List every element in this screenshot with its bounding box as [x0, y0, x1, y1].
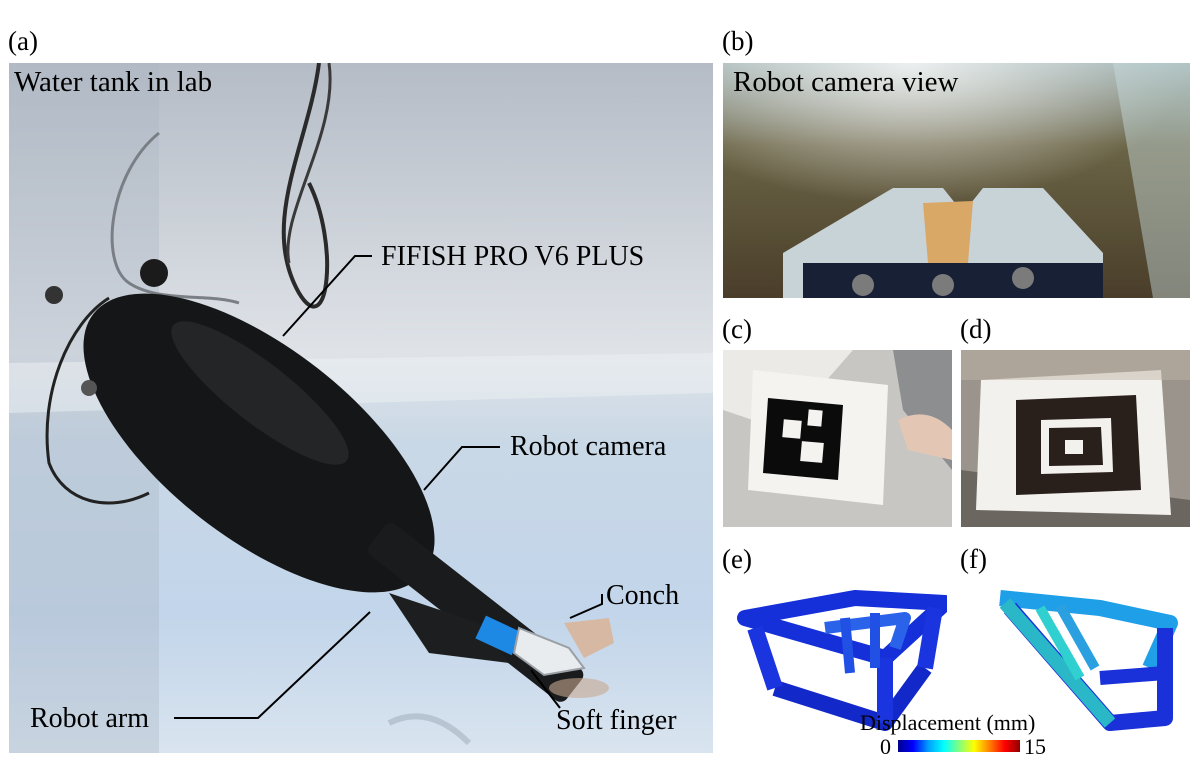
colorbar-gradient	[898, 740, 1020, 752]
colorbar-min: 0	[880, 734, 891, 759]
photo-marker-d	[961, 350, 1190, 527]
caption-robot-camera-view: Robot camera view	[733, 66, 959, 98]
render-displacement-f	[990, 578, 1185, 740]
panel-label-f: (f)	[960, 544, 987, 574]
label-conch: Conch	[606, 580, 680, 611]
label-robot-arm: Robot arm	[30, 703, 149, 734]
render-displacement-e	[735, 578, 947, 740]
photo-marker-c	[723, 350, 952, 527]
caption-water-tank: Water tank in lab	[14, 66, 213, 98]
panel-label-a: (a)	[8, 26, 38, 56]
panel-label-e: (e)	[722, 544, 752, 574]
label-fifish-pro-v6-plus: FIFISH PRO V6 PLUS	[381, 241, 645, 272]
photo-robot-camera-view	[723, 63, 1190, 298]
colorbar-max: 15	[1024, 734, 1046, 759]
panel-label-c: (c)	[722, 314, 752, 344]
panel-label-b: (b)	[722, 26, 754, 56]
colorbar-title: Displacement (mm)	[860, 710, 1036, 735]
photo-water-tank	[9, 63, 713, 753]
panel-label-d: (d)	[960, 314, 992, 344]
label-robot-camera: Robot camera	[510, 431, 667, 462]
label-soft-finger: Soft finger	[556, 705, 677, 736]
